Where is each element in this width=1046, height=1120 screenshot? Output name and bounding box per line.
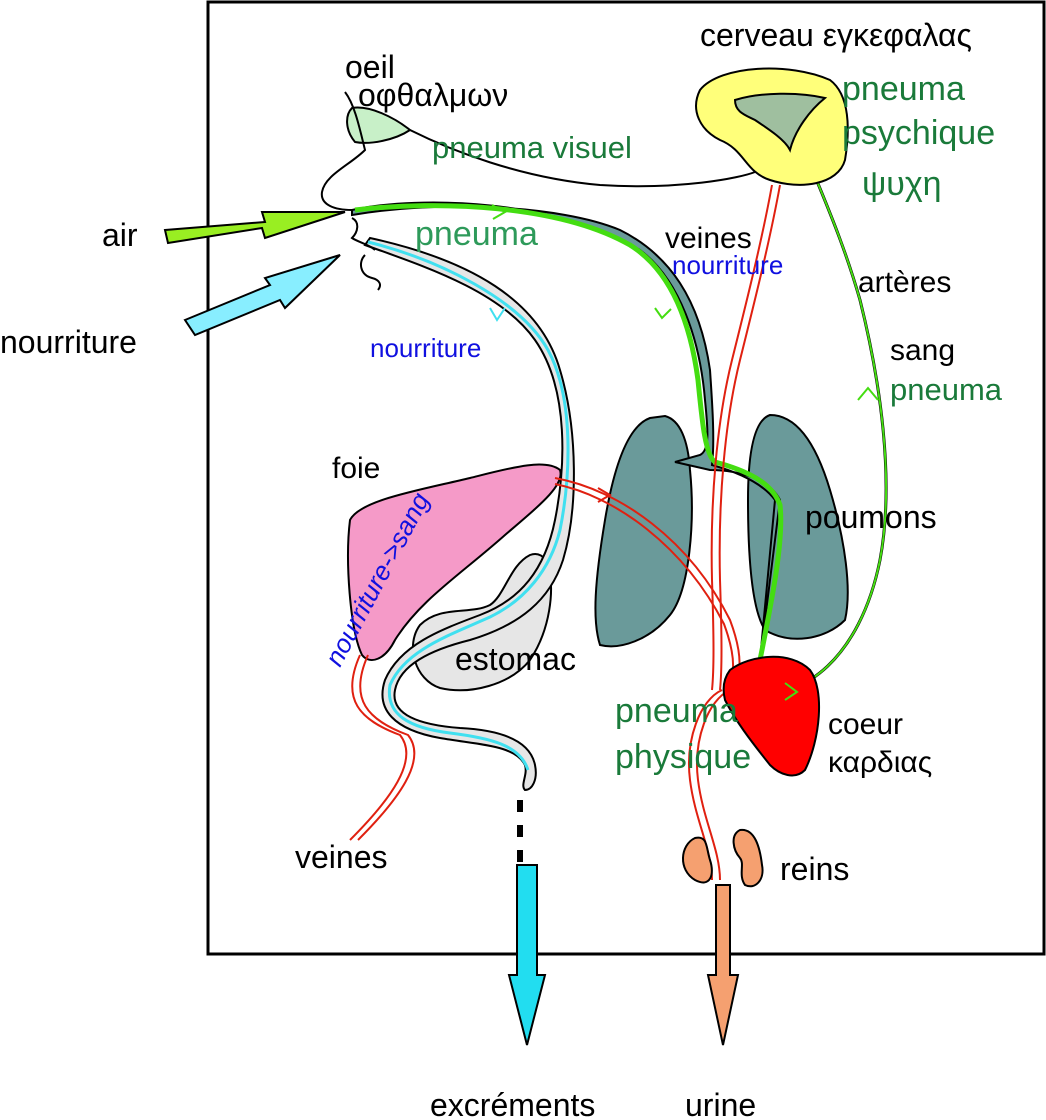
brain-ventricle	[733, 92, 828, 153]
label-eye-gr: οφθαλμων	[358, 77, 508, 113]
air-arrow	[163, 211, 346, 245]
label-pneuma-sang: pneuma	[890, 372, 1003, 407]
label-urine: urine	[685, 1087, 756, 1120]
heart	[722, 655, 820, 777]
label-estomac: estomac	[455, 641, 576, 677]
optic-nerve	[409, 129, 756, 188]
pneuma-trachea-arrowhead	[491, 204, 508, 220]
label-nourriture-veines: nourriture	[672, 250, 783, 280]
left-kidney	[682, 836, 713, 884]
excrement-arrow	[507, 864, 547, 1046]
pneuma-lung-arrowhead	[654, 307, 672, 320]
label-pneuma-visuel: pneuma visuel	[432, 130, 632, 165]
label-pneuma: pneuma	[415, 215, 538, 253]
food-flow	[367, 240, 570, 771]
label-coeur: coeur	[828, 708, 903, 741]
label-arteres: artères	[858, 266, 951, 299]
face-profile	[320, 91, 381, 291]
food-arrowhead	[489, 307, 506, 322]
left-lung	[594, 414, 693, 648]
heart-pneuma-arrowhead	[784, 682, 799, 701]
body-frame	[206, 0, 1046, 956]
label-sang: sang	[890, 334, 955, 367]
label-foie: foie	[332, 452, 380, 485]
arteries-pneuma-flow	[759, 149, 888, 693]
urine-arrow	[706, 884, 740, 1046]
eye	[346, 106, 412, 144]
label-veines-bottom: veines	[295, 839, 388, 875]
label-poumons: poumons	[805, 499, 937, 535]
label-pneuma-psychique-2: psychique	[842, 114, 995, 152]
liver	[347, 463, 562, 661]
pneuma-trachea-flow	[354, 203, 784, 661]
label-eye-fr: oeil	[345, 49, 395, 85]
label-air: air	[102, 217, 138, 253]
artery-arrowhead	[857, 386, 879, 401]
label-brain: cerveau εγκεφαλας	[700, 17, 972, 53]
label-reins: reins	[780, 851, 849, 887]
label-veines-top: veines	[665, 222, 752, 255]
label-nourriture-in: nourriture	[0, 324, 137, 360]
blood-arrowhead	[597, 487, 612, 503]
label-pneuma-physique-2: physique	[615, 738, 751, 776]
label-excrements: excréments	[430, 1087, 595, 1120]
right-kidney	[732, 828, 764, 888]
label-pneuma-physique-1: pneuma	[615, 692, 738, 730]
food-arrow	[183, 254, 341, 337]
label-pneuma-psychique-1: pneuma	[842, 70, 965, 108]
label-psyche: ψυχη	[862, 165, 942, 203]
label-kardias: καρδιας	[828, 746, 932, 779]
label-nourriture-tube: nourriture	[370, 333, 481, 363]
